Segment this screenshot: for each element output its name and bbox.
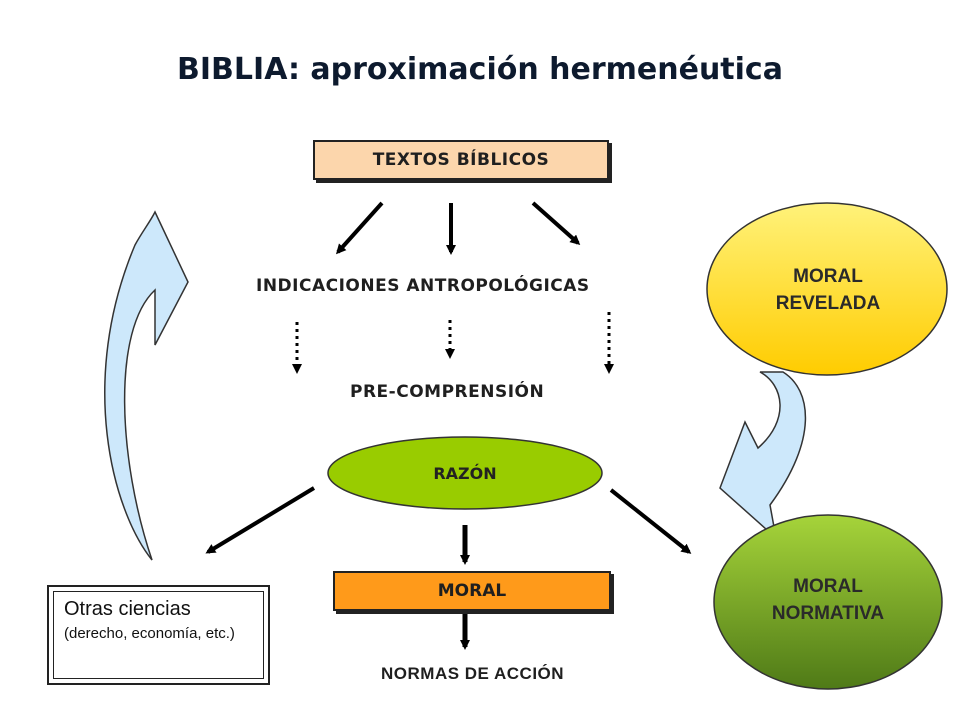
moral-revelada-ellipse [706, 202, 948, 376]
otras-ciencias-title: Otras ciencias [64, 598, 191, 620]
moral-revelada-label: MORAL REVELADA [730, 262, 926, 318]
otras-ciencias-box: Otras ciencias (derecho, economía, etc.) [47, 585, 270, 685]
arrow-textos-right [531, 201, 581, 245]
moral-normativa-line2: NORMATIVA [771, 603, 885, 624]
page-title: BIBLIA: aproximación hermenéutica [177, 52, 783, 87]
precomprension-label: PRE-COMPRENSIÓN [350, 382, 545, 402]
arrow-razon-left [205, 486, 316, 554]
indicaciones-label: INDICACIONES ANTROPOLÓGICAS [256, 276, 590, 296]
moral-revelada-line1: MORAL [793, 266, 863, 287]
right-cycle-arrow [719, 371, 807, 541]
moral-revelada-line2: REVELADA [775, 293, 881, 314]
arrow-razon-right [609, 488, 692, 554]
textos-biblicos-box: TEXTOS BÍBLICOS [313, 140, 609, 180]
normas-label: NORMAS DE ACCIÓN [381, 664, 565, 683]
razon-label: RAZÓN [433, 463, 497, 483]
arrow-textos-left [335, 201, 384, 255]
otras-ciencias-subtitle: (derecho, economía, etc.) [64, 625, 235, 642]
moral-box: MORAL [333, 571, 611, 611]
moral-normativa-ellipse [713, 514, 943, 690]
left-cycle-arrow [104, 210, 189, 561]
razon-ellipse [327, 436, 603, 510]
moral-label: MORAL [437, 581, 507, 601]
moral-normativa-line1: MORAL [793, 576, 863, 597]
textos-biblicos-label: TEXTOS BÍBLICOS [372, 150, 550, 170]
moral-normativa-label: MORAL NORMATIVA [730, 572, 926, 628]
